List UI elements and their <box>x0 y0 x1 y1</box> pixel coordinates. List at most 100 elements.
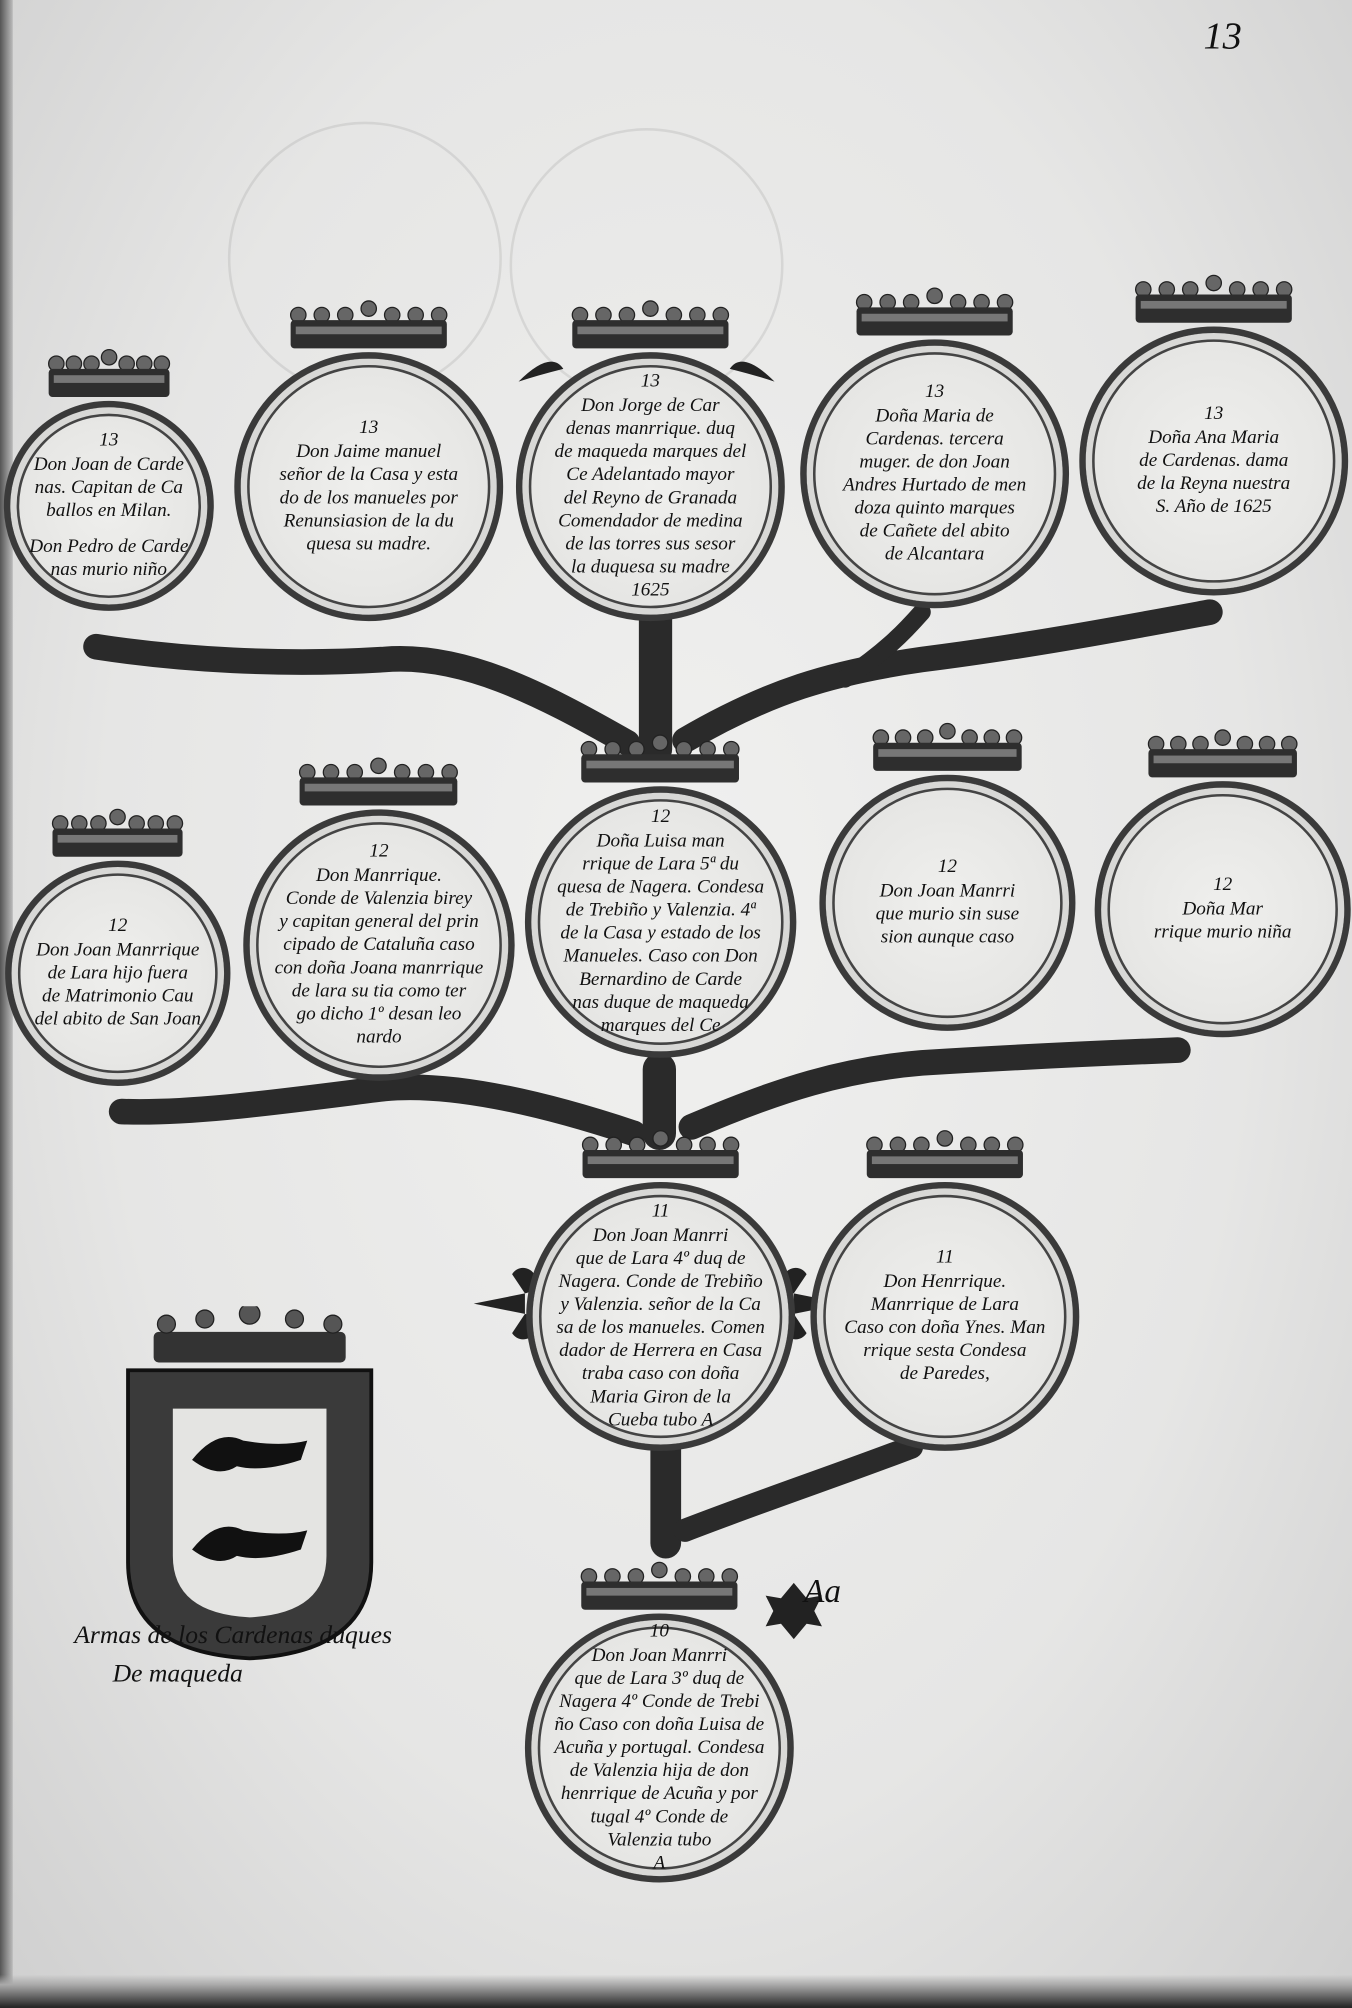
crown-icon <box>579 733 742 784</box>
node-text-line: de Valenzia hija de don <box>569 1760 749 1782</box>
arms-caption-line: De maqueda <box>112 1659 243 1688</box>
node-text-line: nas. Capitan de Ca <box>34 477 183 499</box>
node-text-line: rrique murio niña <box>1153 922 1292 943</box>
arms-caption-line: Armas de los Cardenas duques <box>74 1621 392 1650</box>
generation-number: 13 <box>1204 403 1224 424</box>
node-text-line: de las torres sus sesor <box>565 534 736 555</box>
branch-left-upper <box>83 633 641 756</box>
node-text-line: de Alcantara <box>884 544 985 565</box>
reference-mark: Aa <box>804 1572 842 1610</box>
crown-icon <box>1146 727 1300 778</box>
node-text-line: Doña Ana Maria <box>1148 427 1280 449</box>
node-text-line: de Matrimonio Cau <box>42 986 194 1007</box>
branch-left-middle <box>108 1074 647 1147</box>
generation-number: 13 <box>99 430 119 451</box>
node-text-line: de la Casa y estado de los <box>560 923 761 944</box>
generation-number: 13 <box>640 371 660 392</box>
node-text-line: do de los manueles por <box>279 487 458 509</box>
node-text-line: henrrique de Acuña y por <box>560 1783 758 1805</box>
node-text-line: Caso con doña Ynes. Man <box>844 1317 1046 1339</box>
node-text-line: rrique de Lara 5ª du <box>582 854 740 875</box>
node-text-line: y capitan general del prin <box>279 911 479 933</box>
wolf-icon <box>192 1526 308 1562</box>
node-text-line: denas manrrique. duq <box>565 418 735 440</box>
node-text-line: Don Joan Manrri <box>879 881 1016 902</box>
node-text-line: de Paredes, <box>899 1363 990 1385</box>
node-text-line: Don Manrrique. <box>316 865 442 887</box>
node-text-line: Doña Luisa man <box>596 831 725 852</box>
node-text-line: Don Henrrique. <box>883 1271 1007 1293</box>
crescent-right-icon <box>729 361 775 382</box>
node-text-line: Don Joan Manrri <box>592 1225 729 1247</box>
cross-flower-icon <box>765 1582 822 1640</box>
generation-number: 12 <box>369 841 389 862</box>
node-text-line: Andres Hurtado de men <box>842 475 1027 496</box>
node-text-line: ballos en Milan. <box>46 500 172 522</box>
node-text-line: Acuña y portugal. Condesa <box>554 1737 765 1759</box>
node-text-line: doza quinto marques <box>854 498 1015 519</box>
crown-icon <box>580 1128 741 1179</box>
node-text-line: del abito de San Joan <box>34 1009 201 1030</box>
node-text-line: y Valenzia. señor de la Ca <box>560 1294 761 1316</box>
node-text-line: Cueba tubo A <box>607 1409 714 1431</box>
node-text-line: Don Joan Manrri <box>591 1645 728 1667</box>
node-text-line: Cardenas. tercera <box>865 429 1004 450</box>
node-text-line: Nagera. Conde de Trebiño <box>558 1271 763 1293</box>
node-text-line: tugal 4º Conde de <box>590 1806 729 1828</box>
crown-icon <box>854 286 1015 337</box>
generation-number: 12 <box>651 806 671 828</box>
branch-to-c4 <box>836 603 931 688</box>
node-text-line: de Trebiño y Valenzia. 4ª <box>565 900 756 921</box>
node-text-line: marques del Ce <box>600 1015 721 1037</box>
node-text-line: nas duque de maqueda <box>572 992 749 1013</box>
node-text-line: Don Jorge de Car <box>581 395 720 417</box>
node-text-line: Don Joan Manrrique <box>36 939 200 961</box>
crown-icon <box>864 1128 1025 1179</box>
node-text-line: Renunsiasion de la du <box>283 510 454 532</box>
node-text-line: de Cardenas. dama <box>1139 450 1289 472</box>
node-text-line: go dicho 1º desan leo <box>296 1003 462 1025</box>
node-text-line: de maqueda marques del <box>554 441 747 463</box>
crown-icon <box>1133 273 1294 324</box>
arms-caption: Armas de los Cardenas duques De maqueda <box>74 1616 392 1693</box>
node-text-line: Conde de Valenzia birey <box>285 888 473 910</box>
node-text-line: del Reyno de Granada <box>563 487 738 509</box>
node-text-line: cipado de Cataluña caso <box>283 934 475 956</box>
crown-icon <box>298 756 461 807</box>
node-text-line: Don Joan de Carde <box>33 454 184 476</box>
node-text-line: sa de los manueles. Comen <box>556 1317 765 1339</box>
generation-number: 12 <box>108 915 128 937</box>
node-text-line: Manrrique de Lara <box>870 1294 1020 1316</box>
branch-right-middle <box>678 1037 1191 1140</box>
node-text-line: dador de Herrera en Casa <box>559 1340 763 1362</box>
node-text-line: Maria Giron de la <box>590 1386 731 1408</box>
node-text-line: muger. de don Joan <box>859 452 1010 473</box>
generation-number: 12 <box>1213 874 1233 896</box>
node-text-line: quesa su madre. <box>306 534 432 555</box>
node-text-line: Doña Mar <box>1182 898 1263 920</box>
node-text-line: Comendador de medina <box>558 510 743 532</box>
node-text-line: nardo <box>356 1027 402 1048</box>
branch-right-lower <box>673 1435 924 1542</box>
node-text-line: 1625 <box>631 580 670 601</box>
node-text-line: de Lara hijo fuera <box>47 963 188 984</box>
crown-icon <box>570 298 731 349</box>
node-text-line: Doña Maria de <box>875 405 994 427</box>
wolf-icon <box>192 1437 308 1472</box>
generation-number: 11 <box>935 1247 954 1268</box>
node-text-line: Don Jaime manuel <box>296 441 442 463</box>
branch-right-upper <box>672 599 1223 753</box>
node-text-line: quesa de Nagera. Condesa <box>557 877 765 898</box>
node-text-line: S. Año de 1625 <box>1155 496 1272 518</box>
node-text-line: que murio sin suse <box>875 904 1020 925</box>
